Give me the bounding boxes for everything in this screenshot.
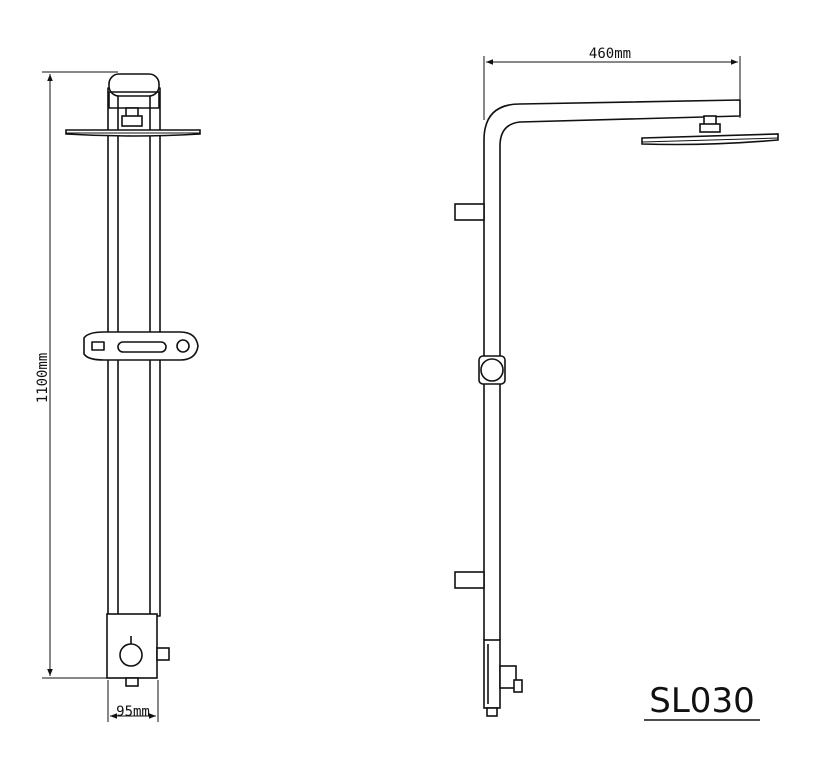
side-mixer-inlet — [486, 707, 498, 717]
model-code-label: SL030 — [649, 681, 754, 721]
holder-grip — [117, 341, 167, 353]
front-view: 1100mm 95mm — [35, 71, 201, 722]
reach-dimension-label: 460mm — [589, 46, 631, 62]
side-view: 460mm — [454, 46, 779, 717]
front-head-swivel — [121, 115, 143, 127]
holder-slot-left — [91, 341, 105, 351]
height-dimension-label: 1100mm — [35, 353, 51, 404]
side-slider-knob — [480, 358, 504, 382]
side-head-connector — [699, 123, 721, 133]
upper-wall-bracket — [454, 203, 485, 221]
mixer-control-knob — [119, 643, 143, 667]
side-riser-and-arm — [483, 99, 741, 640]
side-mixer-nozzle — [513, 679, 523, 693]
side-mixer-outlet — [499, 665, 517, 689]
mixer-outlet — [156, 647, 170, 661]
mixer-inlet — [125, 677, 139, 687]
side-shower-head — [641, 133, 779, 146]
front-top-cap — [108, 73, 160, 97]
lower-wall-bracket — [454, 571, 485, 589]
side-shower-head-face — [641, 137, 779, 143]
hand-shower-holder — [83, 331, 199, 361]
holder-knob — [176, 339, 190, 353]
width-dimension-label: 95mm — [116, 704, 150, 720]
side-mixer-body — [483, 639, 501, 709]
